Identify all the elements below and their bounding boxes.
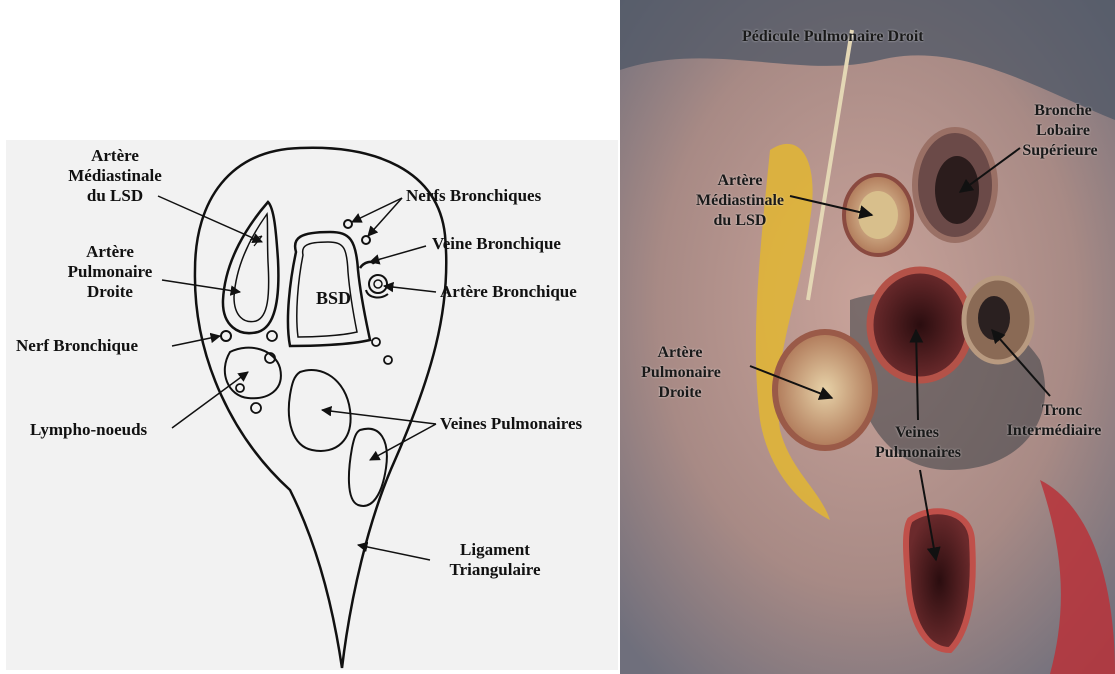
pulmonary-vein-upper xyxy=(870,270,970,380)
label-ligament-line1: Ligament xyxy=(440,540,550,560)
label-lympho-noeuds: Lympho-noeuds xyxy=(30,420,147,440)
photo-label-tronc-1: Tronc xyxy=(1014,402,1110,420)
label-artere-bronchique: Artère Bronchique xyxy=(440,282,577,302)
photo-label-art-med-3: du LSD xyxy=(690,212,790,230)
photo-label-pedicule: Pédicule Pulmonaire Droit xyxy=(742,28,924,46)
photo-label-art-med-1: Artère xyxy=(690,172,790,190)
photo-label-veines-1: Veines xyxy=(872,424,962,442)
bsd-label: BSD xyxy=(316,288,351,308)
pulmonary-artery xyxy=(775,332,875,448)
photo-label-art-pul-2: Pulmonaire xyxy=(625,364,737,382)
photo-label-veines-2: Pulmonaires xyxy=(860,444,976,462)
mediastinal-artery-lumen xyxy=(858,191,898,239)
photo-label-bronche-1: Bronche xyxy=(1015,102,1111,120)
label-nerfs-bronchiques: Nerfs Bronchiques xyxy=(406,186,541,206)
photo-label-bronche-3: Supérieure xyxy=(1010,142,1110,160)
photo-label-art-med-2: Médiastinale xyxy=(676,192,804,210)
label-art-med-line3: du LSD xyxy=(70,186,160,206)
label-art-med-line1: Artère xyxy=(70,146,160,166)
photo-label-art-pul-1: Artère xyxy=(630,344,730,362)
label-art-med-line2: Médiastinale xyxy=(50,166,180,186)
photo-label-bronche-2: Lobaire xyxy=(1015,122,1111,140)
photo-label-tronc-2: Intermédiaire xyxy=(996,422,1112,440)
label-nerf-bronchique: Nerf Bronchique xyxy=(16,336,138,356)
photo-label-art-pul-3: Droite xyxy=(630,384,730,402)
paper-background xyxy=(6,140,618,670)
label-veines-pulmonaires: Veines Pulmonaires xyxy=(440,414,582,434)
label-art-pul-line1: Artère xyxy=(60,242,160,262)
label-ligament-line2: Triangulaire xyxy=(440,560,550,580)
label-art-pul-line3: Droite xyxy=(60,282,160,302)
label-veine-bronchique: Veine Bronchique xyxy=(432,234,561,254)
upper-lobe-bronchus-lumen xyxy=(935,156,979,224)
label-art-pul-line2: Pulmonaire xyxy=(50,262,170,282)
